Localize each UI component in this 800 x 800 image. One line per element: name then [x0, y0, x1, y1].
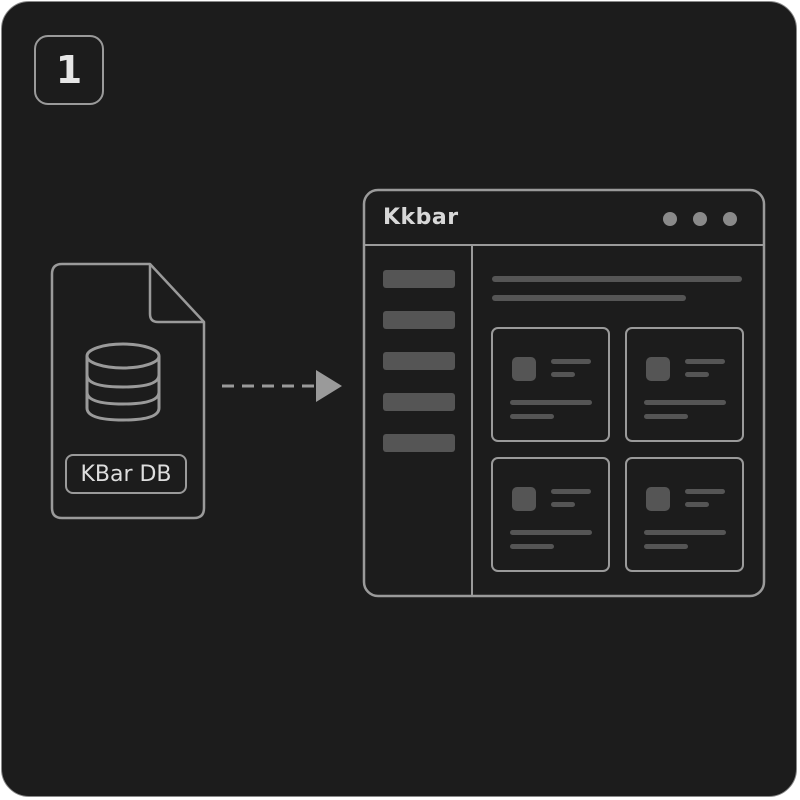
window-control-dot-icon — [693, 212, 707, 226]
step-number: 1 — [55, 48, 83, 92]
database-icon — [85, 342, 161, 422]
content-card — [625, 327, 744, 442]
content-header-line — [492, 276, 742, 282]
sidebar-item-placeholder — [383, 270, 455, 288]
content-card — [625, 457, 744, 572]
step-number-badge: 1 — [34, 35, 104, 105]
sidebar-item-placeholder — [383, 311, 455, 329]
app-window-frame — [362, 188, 766, 598]
content-card — [491, 327, 610, 442]
dashed-arrow-icon — [222, 370, 342, 402]
window-control-dot-icon — [663, 212, 677, 226]
app-window-title: Kkbar — [383, 205, 459, 230]
card-thumbnail-icon — [646, 357, 670, 381]
file-document-icon — [50, 262, 206, 520]
database-label: KBar DB — [65, 454, 187, 494]
sidebar-item-placeholder — [383, 352, 455, 370]
sidebar-item-placeholder — [383, 393, 455, 411]
file-fold-corner — [148, 264, 204, 324]
sidebar-item-placeholder — [383, 434, 455, 452]
content-card — [491, 457, 610, 572]
card-thumbnail-icon — [646, 487, 670, 511]
window-control-dot-icon — [723, 212, 737, 226]
card-thumbnail-icon — [512, 487, 536, 511]
content-header-line — [492, 295, 686, 301]
card-thumbnail-icon — [512, 357, 536, 381]
database-label-text: KBar DB — [80, 461, 172, 487]
